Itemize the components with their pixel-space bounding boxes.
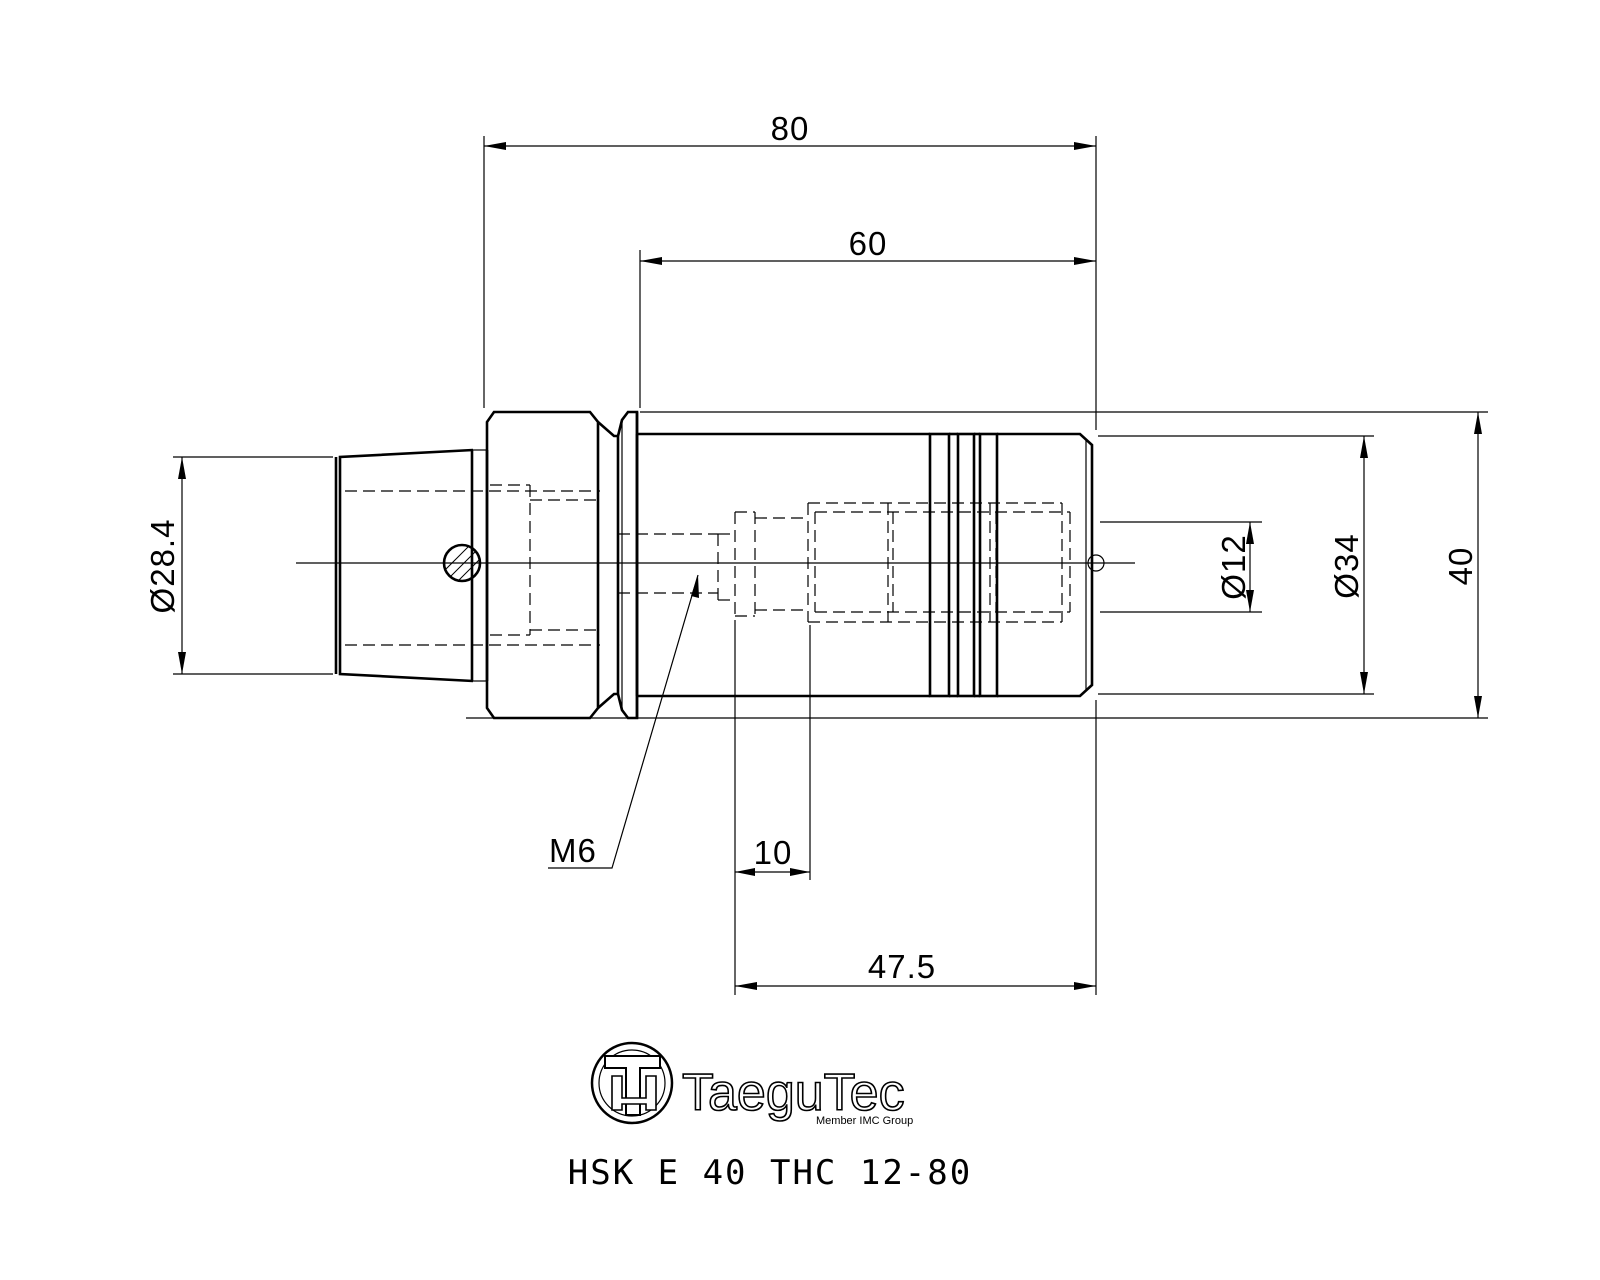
dim-60-label: 60	[849, 225, 888, 262]
orientation-ball-icon	[442, 543, 482, 583]
dim-shank-diameter: Ø28.4	[144, 456, 333, 675]
coolant-hole-icon	[1087, 554, 1105, 572]
dim-bore-diameter: Ø12	[1100, 521, 1262, 613]
logo-brand-text: TaeguTec	[682, 1064, 905, 1122]
dim-shank-diameter-label: Ø28.4	[144, 519, 181, 614]
dim-overall-length: 80	[483, 110, 1097, 430]
taegutec-logo: TaeguTec Member IMC Group	[590, 1041, 913, 1127]
thread-label: M6	[549, 832, 597, 869]
dim-flange-diameter-label: 40	[1442, 547, 1479, 586]
dim-80-label: 80	[771, 110, 810, 147]
dim-flange-diameter: 40	[466, 411, 1488, 719]
logo-tagline-text: Member IMC Group	[816, 1115, 913, 1127]
thread-callout: M6	[548, 574, 699, 869]
tool-holder-outline	[334, 410, 1094, 720]
dim-bore-depth: 47.5	[735, 700, 1097, 995]
dim-nose-diameter: Ø34	[1098, 435, 1374, 695]
part-designation: HSK E 40 THC 12-80	[568, 1153, 972, 1193]
dim-bore-step: 10	[734, 620, 811, 995]
dim-nose-diameter-label: Ø34	[1328, 533, 1365, 598]
dim-body-length: 60	[639, 225, 1096, 408]
dim-10-label: 10	[754, 834, 793, 871]
dim-47-5-label: 47.5	[868, 948, 936, 985]
dim-bore-diameter-label: Ø12	[1215, 534, 1252, 599]
hidden-internal-features	[345, 484, 1071, 646]
